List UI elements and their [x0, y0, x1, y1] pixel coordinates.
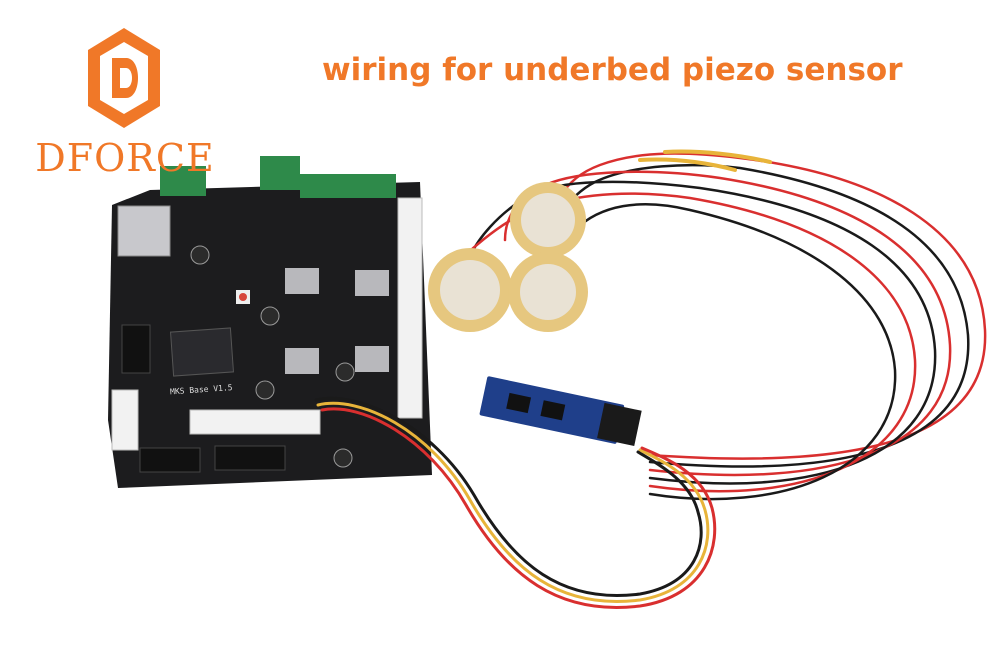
- black-wire-inner: [543, 203, 897, 501]
- yellow-sleeve: [663, 149, 772, 164]
- pin-header: [214, 445, 286, 471]
- piezo-disc-right: [508, 252, 588, 332]
- yellow-sleeve: [638, 157, 737, 172]
- pin-header-connector: [597, 402, 642, 446]
- screw-terminal-row: [300, 174, 396, 198]
- hexagon-d-logo-icon: [88, 28, 160, 128]
- piezo-disc-left: [428, 248, 512, 332]
- stepper-heatsink: [285, 268, 319, 294]
- capacitor: [335, 362, 355, 382]
- yellow-wire: [316, 401, 710, 603]
- page-headline: wiring for underbed piezo sensor: [322, 52, 903, 88]
- red-wire: [320, 407, 717, 609]
- left-connectors: [111, 389, 139, 451]
- endstop-connectors: [189, 409, 321, 435]
- capacitor: [190, 245, 210, 265]
- pin-header: [121, 324, 151, 374]
- controller-board: MKS Base V1.5: [108, 156, 432, 488]
- stepper-heatsink: [355, 270, 389, 296]
- usb-port: [117, 205, 171, 257]
- signal-cable: [314, 396, 717, 609]
- stepper-heatsink: [355, 346, 389, 372]
- side-connectors: [397, 197, 423, 419]
- pin-header: [139, 447, 201, 473]
- sensor-module: [479, 376, 642, 446]
- mcu-chip: [170, 327, 234, 377]
- piezo-wire-bundle: [453, 149, 987, 501]
- capacitor: [333, 448, 353, 468]
- screw-terminal: [260, 156, 300, 190]
- capacitor: [260, 306, 280, 326]
- sensor-chip: [540, 400, 566, 421]
- piezo-disc-top: [510, 182, 586, 258]
- stepper-heatsink: [285, 348, 319, 374]
- black-wire: [314, 396, 703, 597]
- board-silkscreen-label: MKS Base V1.5: [170, 383, 233, 396]
- screw-terminal: [160, 166, 206, 196]
- sensor-chip: [506, 392, 532, 414]
- capacitor: [255, 380, 275, 400]
- brand-name: DFORCE: [35, 136, 215, 180]
